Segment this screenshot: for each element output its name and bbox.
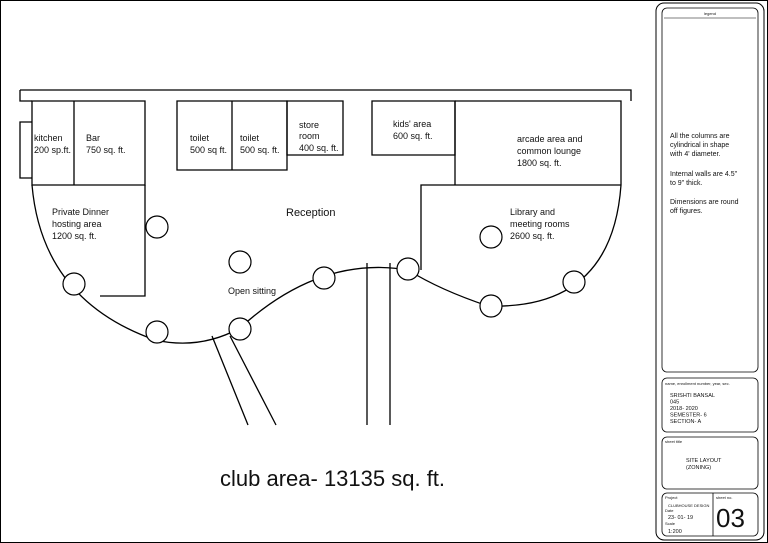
kitchen-bar-walls xyxy=(31,100,146,186)
scale-heading: Scale xyxy=(665,521,676,526)
private-dinner-walls xyxy=(100,185,146,297)
sheet-no-heading: sheet no. xyxy=(716,495,732,500)
store-walls xyxy=(286,100,344,156)
date-heading: Date xyxy=(665,508,674,513)
sheet-title: SITE LAYOUT(ZONING) xyxy=(686,458,722,471)
scale-value: 1:200 xyxy=(668,529,682,535)
project-value: CLUBHOUSE DESIGN xyxy=(668,503,709,508)
sheet-title-panel xyxy=(661,436,759,490)
room-label-reception: Reception xyxy=(286,207,336,219)
left-wall-strip xyxy=(19,121,32,179)
column xyxy=(145,320,169,344)
sheet-number: 03 xyxy=(716,503,745,533)
path-line xyxy=(211,335,249,426)
top-canopy-strip xyxy=(19,89,632,102)
title-block-frame xyxy=(655,2,765,541)
column xyxy=(396,257,420,281)
room-label-open-sitting: Open sitting xyxy=(228,286,276,296)
legend-heading: legend xyxy=(704,11,716,16)
column xyxy=(145,215,169,239)
club-area-caption: club area- 13135 sq. ft. xyxy=(220,466,445,491)
toilet-walls xyxy=(176,100,288,171)
legend-panel xyxy=(661,7,759,373)
outer-wall-left xyxy=(31,184,241,344)
project-panel xyxy=(661,492,759,537)
columns xyxy=(62,215,586,344)
library-wall xyxy=(420,184,621,270)
path-line xyxy=(229,335,277,426)
column xyxy=(312,266,336,290)
sheet-title-heading: sheet title xyxy=(665,439,683,444)
column xyxy=(562,270,586,294)
outer-wall-right xyxy=(407,184,622,307)
author-panel xyxy=(661,377,759,433)
note-walls: Internal walls are 4.5"to 9" thick. xyxy=(670,171,738,187)
author-heading: name, enrollment number, year, sec. xyxy=(665,381,730,386)
column xyxy=(228,317,252,341)
column xyxy=(479,294,503,318)
column xyxy=(62,272,86,296)
right-wall xyxy=(455,100,622,185)
column xyxy=(228,250,252,274)
column xyxy=(479,225,503,249)
date-value: 23- 01- 19 xyxy=(668,515,693,521)
project-heading: Project xyxy=(665,495,678,500)
